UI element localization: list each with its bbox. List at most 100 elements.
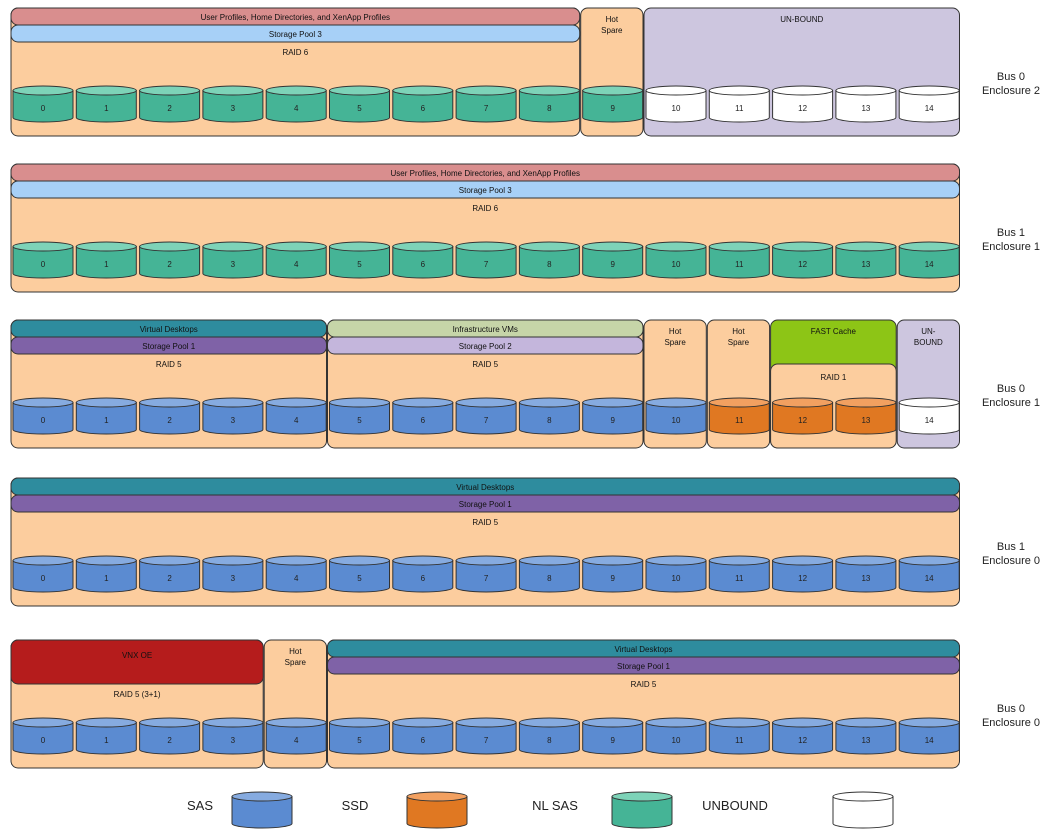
disk-slot-label: 8: [547, 104, 552, 113]
disk-slot-label: 13: [861, 736, 870, 745]
disk-slot-label: 13: [861, 260, 870, 269]
enclosure-label: Bus 1: [997, 227, 1025, 239]
raid-label: RAID 5: [472, 518, 498, 527]
raid-label: RAID 5: [156, 360, 182, 369]
disk-slot-label: 1: [104, 104, 109, 113]
disk-slot-label: 0: [41, 416, 46, 425]
disk-slot-label: 6: [421, 104, 426, 113]
disk-sas: 8: [518, 555, 580, 593]
disk-nlsas: 4: [265, 85, 327, 123]
disk-sas: 12: [772, 717, 834, 755]
disk-ssd-legend: [406, 791, 468, 829]
group-title: Hot: [606, 15, 619, 24]
group-title: BOUND: [914, 338, 943, 347]
raid-label: RAID 6: [282, 48, 308, 57]
disk-slot-label: 1: [104, 416, 109, 425]
disk-slot-label: 5: [357, 260, 362, 269]
disk-slot-label: 6: [421, 260, 426, 269]
disk-nlsas: 8: [518, 85, 580, 123]
disk-slot-label: 10: [672, 416, 681, 425]
disk-sas: 1: [75, 397, 137, 435]
layer-label: Virtual Desktops: [456, 483, 514, 492]
disk-slot-label: 7: [484, 736, 489, 745]
disk-slot-label: 13: [861, 574, 870, 583]
disk-slot-label: 2: [167, 416, 172, 425]
group-title: Spare: [285, 658, 307, 667]
disk-sas: 3: [202, 717, 264, 755]
disk-sas: 12: [772, 555, 834, 593]
disk-slot-label: 5: [357, 416, 362, 425]
enclosure-label: Bus 0: [997, 703, 1025, 715]
disk-ssd: 11: [708, 397, 770, 435]
disk-slot-label: 1: [104, 736, 109, 745]
raid-label: RAID 5: [631, 680, 657, 689]
disk-slot-label: 9: [610, 736, 615, 745]
disk-slot-label: 6: [421, 736, 426, 745]
disk-sas: 3: [202, 397, 264, 435]
disk-sas: 9: [582, 397, 644, 435]
disk-slot-label: 3: [231, 416, 236, 425]
disk-slot-label: 8: [547, 574, 552, 583]
disk-ssd: 13: [835, 397, 897, 435]
disk-sas: 1: [75, 717, 137, 755]
disk-nlsas: 11: [708, 241, 770, 279]
layer-label: VNX OE: [122, 651, 152, 660]
disk-slot-label: 2: [167, 574, 172, 583]
disk-sas: 9: [582, 717, 644, 755]
raid-label: RAID 6: [472, 204, 498, 213]
disk-slot-label: 11: [735, 736, 744, 745]
disk-nlsas: 4: [265, 241, 327, 279]
legend-item-sas: SAS: [187, 791, 293, 829]
layer-label: Storage Pool 3: [459, 186, 512, 195]
disk-unbound: 12: [772, 85, 834, 123]
disk-slot-label: 10: [672, 736, 681, 745]
disk-unbound: 10: [645, 85, 707, 123]
enclosure-label: Bus 0: [997, 383, 1025, 395]
disk-sas: 4: [265, 717, 327, 755]
disk-sas: 11: [708, 717, 770, 755]
disk-slot-label: 4: [294, 416, 299, 425]
legend-label: UNBOUND: [702, 798, 768, 813]
disk-nlsas: 3: [202, 85, 264, 123]
disk-sas: 4: [265, 397, 327, 435]
disk-slot-label: 12: [798, 104, 807, 113]
disk-slot-label: 4: [294, 104, 299, 113]
disk-sas: 9: [582, 555, 644, 593]
enclosure-label: Enclosure 2: [982, 85, 1040, 97]
group-title: UN-: [921, 327, 936, 336]
disk-slot-label: 9: [610, 574, 615, 583]
disk-slot-label: 10: [672, 104, 681, 113]
disk-sas: 2: [139, 717, 201, 755]
disk-slot-label: 11: [735, 416, 744, 425]
layer-bar: [10, 336, 327, 355]
disk-slot-label: 0: [41, 574, 46, 583]
disk-slot-label: 7: [484, 260, 489, 269]
disk-slot-label: 0: [41, 104, 46, 113]
disk-slot-label: 2: [167, 736, 172, 745]
disk-slot-label: 0: [41, 260, 46, 269]
layer-label: User Profiles, Home Directories, and Xen…: [391, 169, 580, 178]
enclosure-label: Enclosure 0: [982, 555, 1040, 567]
disk-sas: 13: [835, 717, 897, 755]
disk-slot-label: 4: [294, 736, 299, 745]
disk-sas: 10: [645, 717, 707, 755]
disk-slot-label: 3: [231, 260, 236, 269]
disk-slot-label: 3: [231, 104, 236, 113]
disk-sas: 0: [12, 397, 74, 435]
disk-nlsas: 6: [392, 85, 454, 123]
disk-sas: 14: [898, 555, 960, 593]
disk-nlsas: 1: [75, 241, 137, 279]
disk-sas: 5: [329, 717, 390, 755]
disk-sas: 8: [518, 717, 580, 755]
group-title: Hot: [289, 647, 302, 656]
disk-slot-label: 0: [41, 736, 46, 745]
disk-slot-label: 4: [294, 574, 299, 583]
legend-item-unbound: UNBOUND: [702, 791, 894, 829]
layer-label: Infrastructure VMs: [453, 325, 518, 334]
disk-sas: 0: [12, 717, 74, 755]
disk-ssd: 12: [772, 397, 834, 435]
group-title: FAST Cache: [811, 327, 857, 336]
layer-label: Storage Pool 3: [269, 30, 322, 39]
